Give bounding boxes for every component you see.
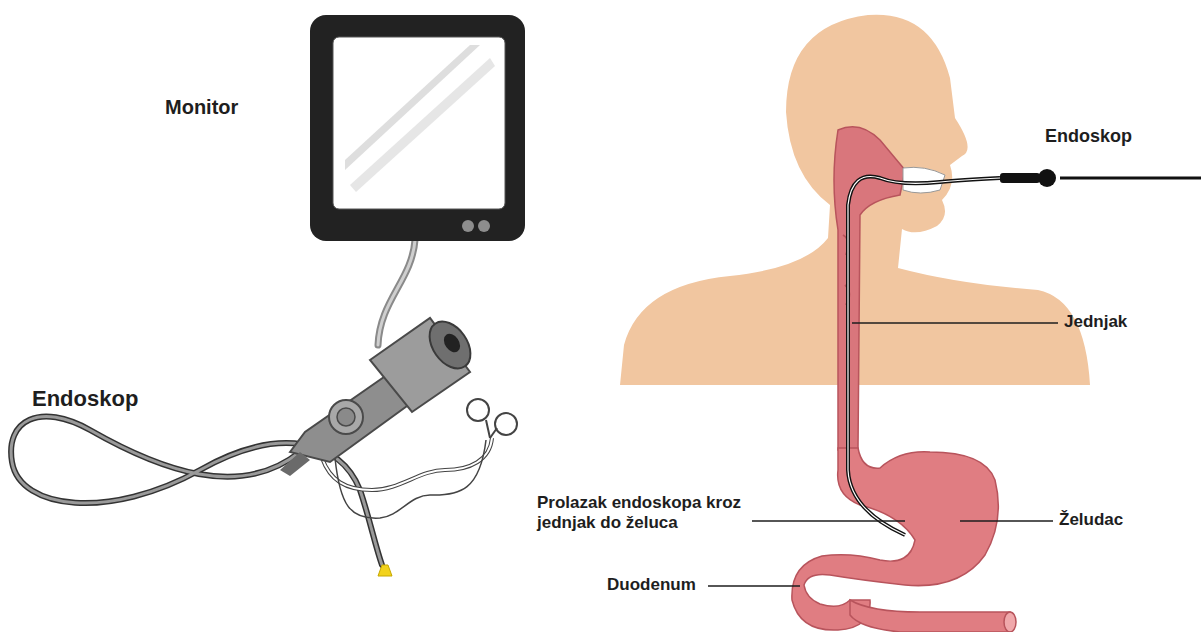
monitor-symbol bbox=[310, 15, 525, 345]
note-label: Prolazak endoskopa kroz jednjak do želuc… bbox=[537, 493, 742, 534]
organ-label: Jednjak bbox=[1064, 312, 1127, 332]
patient-figure bbox=[620, 15, 1090, 450]
stomach-duodenum bbox=[792, 448, 1016, 632]
part-label: Endoskop bbox=[1045, 126, 1132, 148]
part-label-holder: Endoskop bbox=[1045, 126, 1132, 148]
part-label: Endoskop bbox=[32, 386, 138, 412]
monitor-label: Monitor bbox=[165, 95, 238, 119]
note-label-holder: Prolazak endoskopa kroz jednjak do želuc… bbox=[537, 493, 742, 534]
organ-label-holder: Jednjak bbox=[1064, 312, 1127, 332]
organ-label-holder: Duodenum bbox=[607, 575, 696, 595]
organ-label: Duodenum bbox=[607, 575, 696, 595]
monitor-label-holder: Monitor bbox=[165, 95, 238, 119]
organ-label: Želudac bbox=[1059, 510, 1123, 530]
endoscope-device bbox=[11, 314, 517, 576]
part-label-holder: Endoskop bbox=[32, 386, 138, 412]
endoscope-in-patient bbox=[848, 169, 1201, 535]
organ-label-holder: Želudac bbox=[1059, 510, 1123, 530]
leader-lines bbox=[708, 323, 1058, 586]
